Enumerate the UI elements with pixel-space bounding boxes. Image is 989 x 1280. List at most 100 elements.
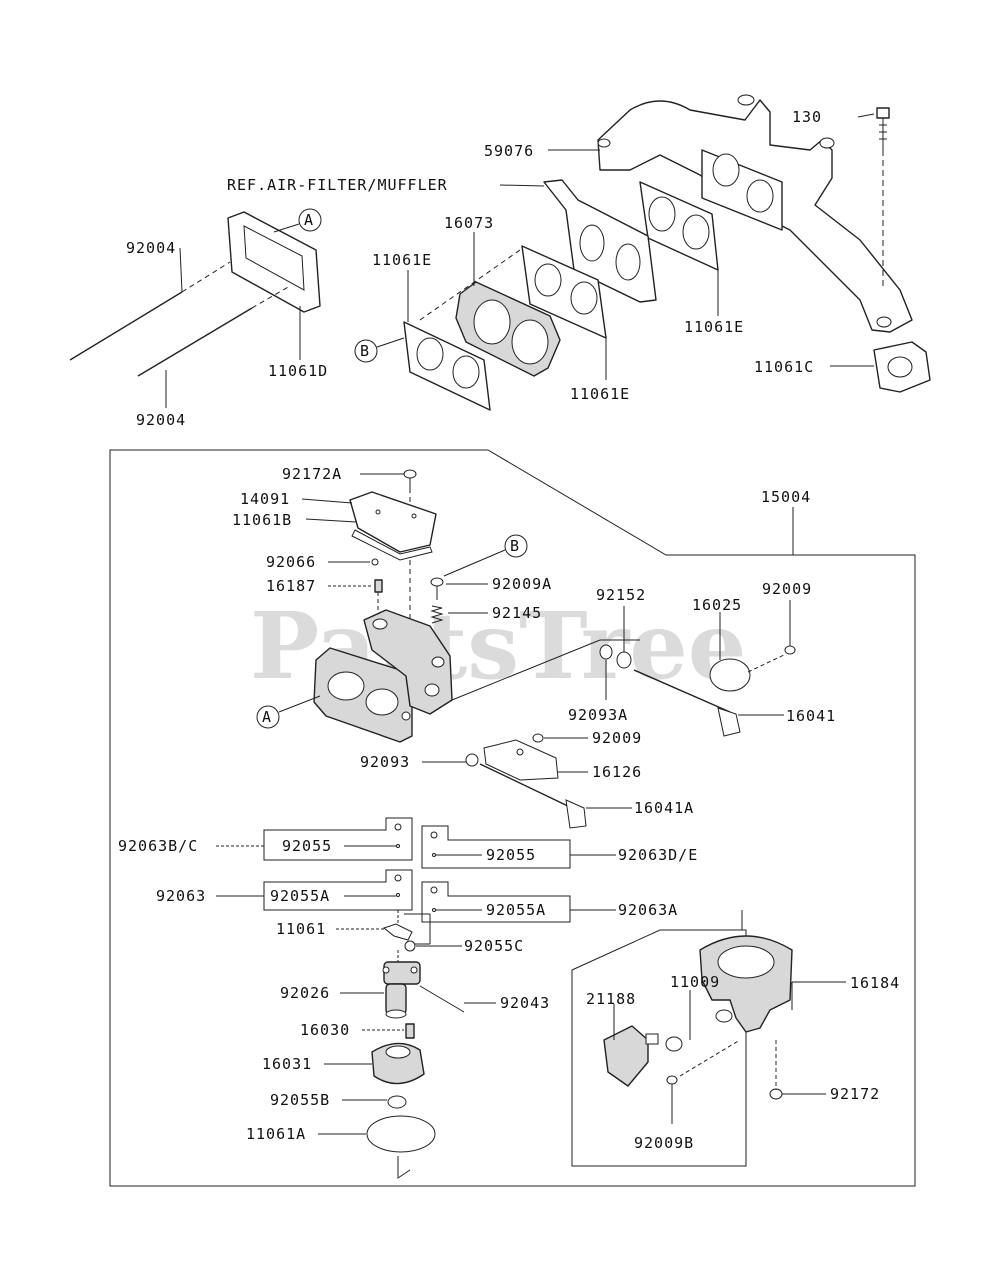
label-14091: 14091 (240, 490, 290, 508)
label-11061a: 11061A (246, 1125, 306, 1143)
bolt-130-part[interactable] (876, 107, 890, 150)
label-16126: 16126 (592, 763, 642, 781)
carburetor-body-part[interactable] (313, 609, 453, 743)
label-92063bc: 92063B/C (118, 837, 198, 855)
label-92063de: 92063D/E (618, 846, 698, 864)
svg-text:B: B (510, 537, 520, 555)
label-92066: 92066 (266, 553, 316, 571)
label-59076: 59076 (484, 142, 534, 160)
svg-text:A: A (262, 708, 272, 726)
gasket-11061e-mid-part[interactable] (521, 245, 607, 339)
plate-16025-part[interactable] (709, 658, 751, 692)
callout-b-lower: B (443, 534, 528, 577)
label-92043: 92043 (500, 994, 550, 1012)
svg-text:A: A (304, 211, 314, 229)
label-92145: 92145 (492, 604, 542, 622)
label-11009: 11009 (670, 973, 720, 991)
screw-92009-mid-part[interactable] (532, 733, 544, 743)
label-92055-right: 92055 (486, 846, 536, 864)
label-92009-top: 92009 (762, 580, 812, 598)
screw-92172a-part[interactable] (403, 469, 417, 488)
label-16041: 16041 (786, 707, 836, 725)
callout-b-top: B (354, 337, 405, 363)
gasket-11061e-left-part[interactable] (403, 321, 491, 411)
jet-box-92063a[interactable] (421, 881, 571, 923)
label-16030: 16030 (300, 1021, 350, 1039)
label-92063: 92063 (156, 887, 206, 905)
screw-92009a-part[interactable] (430, 577, 444, 600)
cover-plate-14091-part[interactable] (349, 491, 437, 553)
label-92093: 92093 (360, 753, 410, 771)
label-92093a: 92093A (568, 706, 628, 724)
assembly-frame-16184 (571, 929, 747, 1167)
label-92152: 92152 (596, 586, 646, 604)
label-21188: 21188 (586, 990, 636, 1008)
label-11061e-left: 11061E (372, 251, 432, 269)
label-11061e-right: 11061E (684, 318, 744, 336)
label-92055b: 92055B (270, 1091, 330, 1109)
label-16031: 16031 (262, 1055, 312, 1073)
intake-manifold-part[interactable] (597, 94, 913, 333)
label-11061e-mid: 11061E (570, 385, 630, 403)
seal-92093a-part[interactable] (599, 644, 613, 660)
jet-16030-part[interactable] (405, 1023, 415, 1039)
gasket-11061-part[interactable] (382, 923, 413, 941)
label-16041a: 16041A (634, 799, 694, 817)
housing-16184-part[interactable] (699, 935, 793, 1033)
solenoid-21188-part[interactable] (603, 1025, 659, 1087)
label-92055c: 92055C (464, 937, 524, 955)
shaft-16041-part[interactable] (633, 669, 741, 737)
jet-box-92063de[interactable] (421, 825, 571, 869)
callout-a-top: A (273, 208, 322, 233)
gasket-11061b-part[interactable] (351, 529, 433, 561)
oring-92055b-part[interactable] (387, 1095, 407, 1109)
label-92004-top: 92004 (126, 239, 176, 257)
jet-16187-part[interactable] (374, 579, 383, 593)
stud-92004-bottom-part[interactable] (137, 285, 291, 377)
assembly-frame-15004 (109, 449, 916, 1187)
shaft-16041a-part[interactable] (479, 763, 587, 829)
label-15004: 15004 (761, 488, 811, 506)
screw-92009-top-part[interactable] (784, 645, 796, 655)
gasket-11061e-right-part[interactable] (639, 181, 719, 271)
label-16073: 16073 (444, 214, 494, 232)
nozzle-92026-part[interactable] (382, 961, 421, 1019)
label-92172: 92172 (830, 1085, 880, 1103)
gasket-11061d-part[interactable] (227, 211, 321, 313)
oring-11009-part[interactable] (665, 1036, 683, 1052)
gasket-11061c-part[interactable] (873, 341, 931, 393)
jet-box-92063[interactable] (263, 869, 413, 911)
label-92172a: 92172A (282, 465, 342, 483)
screw-92009b-part[interactable] (666, 1075, 678, 1124)
label-11061: 11061 (276, 920, 326, 938)
oring-92055c-part[interactable] (404, 940, 416, 952)
label-11061d: 11061D (268, 362, 328, 380)
label-92063a: 92063A (618, 901, 678, 919)
label-92009-mid: 92009 (592, 729, 642, 747)
label-ref-air-filter-muffler: REF.AIR-FILTER/MUFFLER (227, 176, 448, 194)
insulator-16073-part[interactable] (455, 281, 561, 377)
label-92009a: 92009A (492, 575, 552, 593)
spring-92145-part[interactable] (430, 605, 444, 624)
label-11061c: 11061C (754, 358, 814, 376)
label-92055a-left: 92055A (270, 887, 330, 905)
oring-11061a-part[interactable] (366, 1115, 436, 1153)
jet-box-92063bc[interactable] (263, 817, 413, 861)
watermark-trademark: ™ (722, 597, 738, 616)
float-16031-part[interactable] (371, 1042, 425, 1085)
seal-92152-part[interactable] (616, 651, 632, 669)
callout-a-lower: A (256, 695, 321, 729)
plug-92066-part[interactable] (371, 558, 379, 566)
label-11061b: 11061B (232, 511, 292, 529)
label-16025: 16025 (692, 596, 742, 614)
stud-92004-top-part[interactable] (69, 261, 231, 361)
label-16184: 16184 (850, 974, 900, 992)
screw-92172-part[interactable] (769, 1088, 783, 1100)
air-filter-plate-part[interactable] (543, 179, 657, 303)
lever-16126-part[interactable] (483, 739, 559, 781)
label-92026: 92026 (280, 984, 330, 1002)
label-92009b: 92009B (634, 1134, 694, 1152)
seal-92093-part[interactable] (465, 753, 479, 767)
label-92055-left: 92055 (282, 837, 332, 855)
